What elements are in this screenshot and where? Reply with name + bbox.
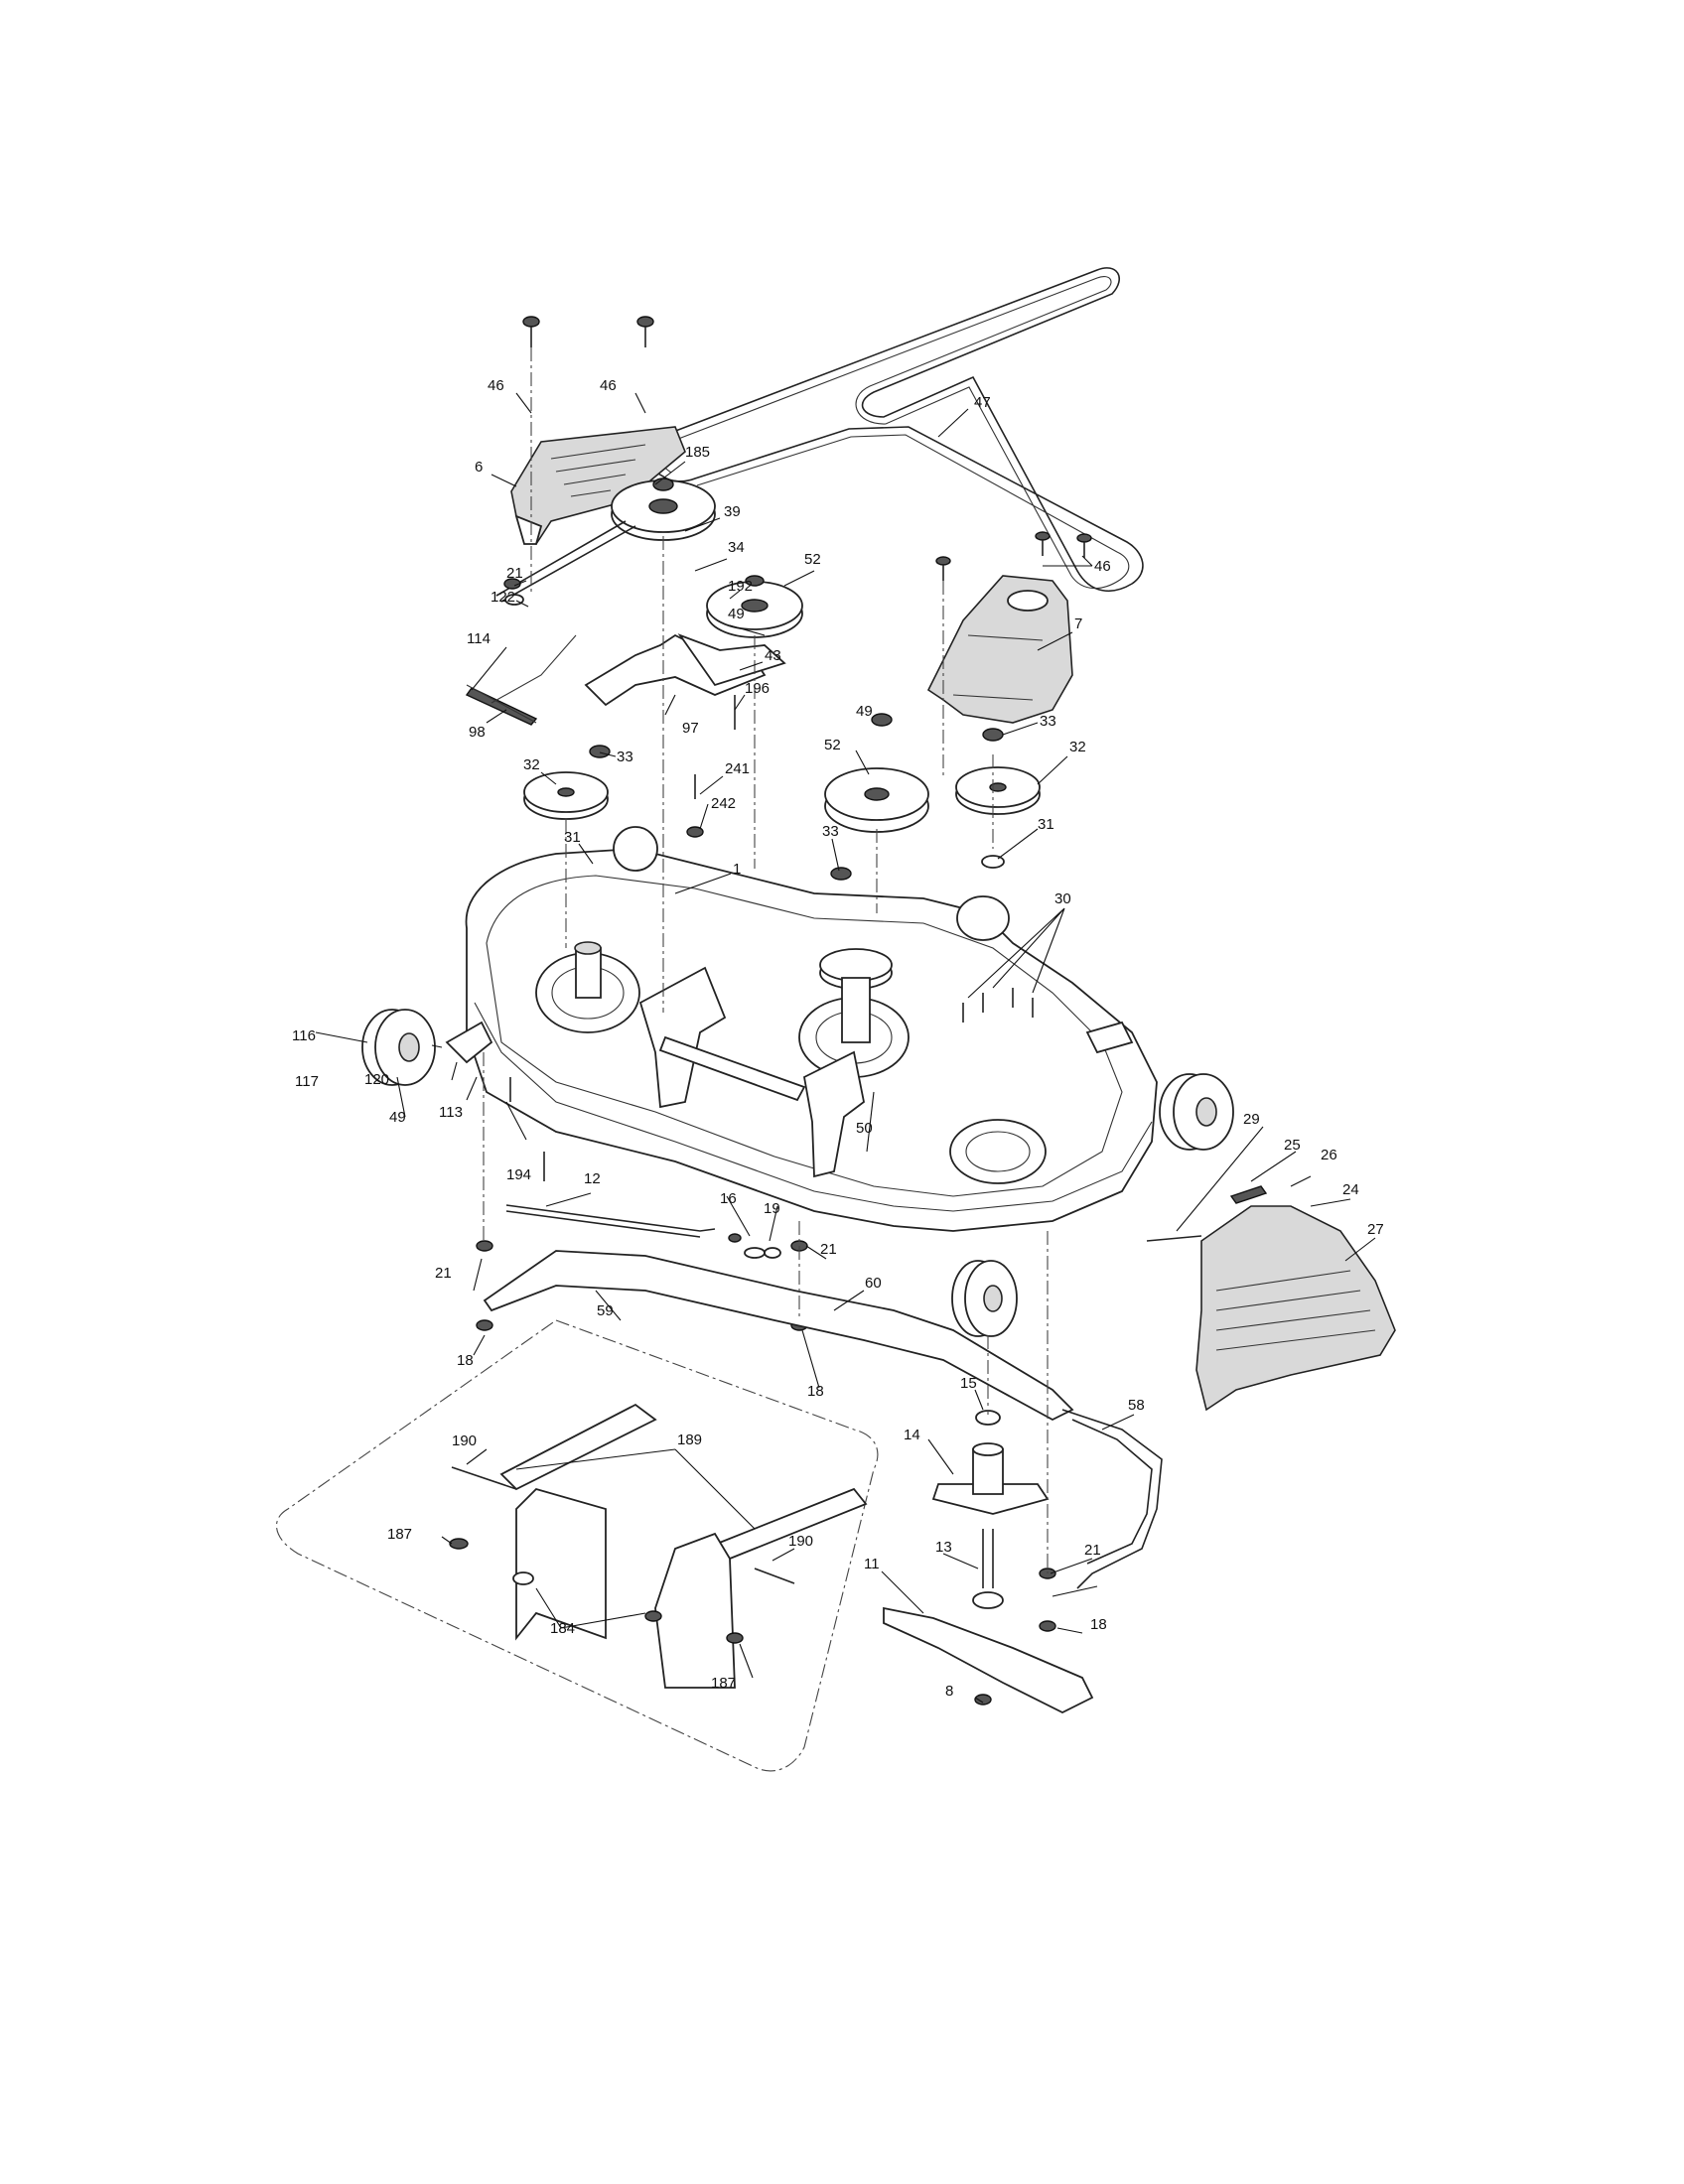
callout: 43: [765, 647, 781, 664]
callout: 52: [804, 551, 821, 568]
callout: 12: [584, 1170, 601, 1187]
callout: 116: [292, 1027, 316, 1044]
hanger-bracket-inset: [275, 1319, 879, 1772]
callout: 21: [1084, 1542, 1101, 1559]
drive-belt: [646, 267, 1144, 592]
callout: 194: [506, 1166, 531, 1183]
callout: 187: [387, 1526, 412, 1543]
callout: 184: [550, 1620, 575, 1637]
callout: 187: [711, 1675, 736, 1692]
callout: 21: [435, 1265, 452, 1282]
callout-labels: 46 46 47 185 6 39 34 192 49 52 21 122 46…: [292, 377, 1384, 1700]
callout: 242: [711, 795, 736, 812]
callout: 58: [1128, 1397, 1145, 1414]
callout: 32: [1069, 739, 1086, 755]
callout: 7: [1074, 615, 1082, 632]
callout: 59: [597, 1302, 614, 1319]
gauge-wheels: [315, 826, 1234, 1337]
lift-link-and-hangers: [483, 1204, 1163, 1589]
callout: 33: [1040, 713, 1056, 730]
discharge-chute: [1146, 1185, 1396, 1412]
callout: 26: [1321, 1147, 1337, 1163]
callout: 25: [1284, 1137, 1301, 1154]
callout: 52: [824, 737, 841, 753]
callout: 114: [467, 630, 491, 647]
callout: 189: [677, 1432, 702, 1448]
callout: 27: [1367, 1221, 1384, 1238]
callout: 11: [864, 1556, 880, 1572]
callout: 21: [506, 565, 523, 582]
mower-deck-housing: [445, 848, 1158, 1232]
callout: 49: [856, 703, 873, 720]
callout: 13: [935, 1539, 952, 1556]
centerlines: [483, 347, 1049, 1573]
callout: 21: [820, 1241, 837, 1258]
callout: 8: [945, 1683, 953, 1700]
callout: 185: [685, 444, 710, 461]
callout: 33: [822, 823, 839, 840]
callout: 97: [682, 720, 699, 737]
callout: 31: [1038, 816, 1054, 833]
hardware-bolts: [476, 316, 1092, 1706]
callout: 190: [788, 1533, 813, 1550]
callout: 120: [364, 1071, 389, 1088]
idler-arm: [584, 633, 786, 707]
leader-lines: [396, 392, 1376, 1704]
callout: 113: [439, 1104, 463, 1121]
callout: 1: [733, 861, 741, 878]
callout: 98: [469, 724, 486, 741]
callout: 190: [452, 1433, 477, 1449]
callout: 32: [523, 756, 540, 773]
tension-spring: [465, 520, 636, 726]
callout: 19: [764, 1200, 780, 1217]
callout: 39: [724, 503, 741, 520]
callout: 14: [904, 1427, 920, 1443]
callout: 50: [856, 1120, 873, 1137]
callout: 192: [728, 578, 753, 595]
callout: 117: [295, 1073, 319, 1090]
spindle-and-blade: [883, 1410, 1094, 1714]
callout: 241: [725, 760, 750, 777]
callout: 15: [960, 1375, 977, 1392]
callout: 46: [488, 377, 504, 394]
callout: 46: [1094, 558, 1111, 575]
callout: 49: [389, 1109, 406, 1126]
callout: 33: [617, 749, 633, 765]
callout: 60: [865, 1275, 882, 1292]
callout: 31: [564, 829, 581, 846]
callout: 34: [728, 539, 745, 556]
callout: 18: [457, 1352, 474, 1369]
callout: 18: [1090, 1616, 1107, 1633]
callout: 29: [1243, 1111, 1260, 1128]
callout: 47: [974, 394, 991, 411]
callout: 6: [475, 459, 483, 476]
callout: 16: [720, 1190, 737, 1207]
callout: 196: [745, 680, 770, 697]
callout: 49: [728, 606, 745, 622]
right-belt-guard: [926, 575, 1073, 724]
left-belt-guard: [510, 426, 686, 545]
callout: 18: [807, 1383, 824, 1400]
callout: 30: [1054, 890, 1071, 907]
upper-idler-pulleys: [611, 478, 803, 638]
callout: 46: [600, 377, 617, 394]
callout: 24: [1342, 1181, 1359, 1198]
callout: 122: [491, 589, 515, 606]
